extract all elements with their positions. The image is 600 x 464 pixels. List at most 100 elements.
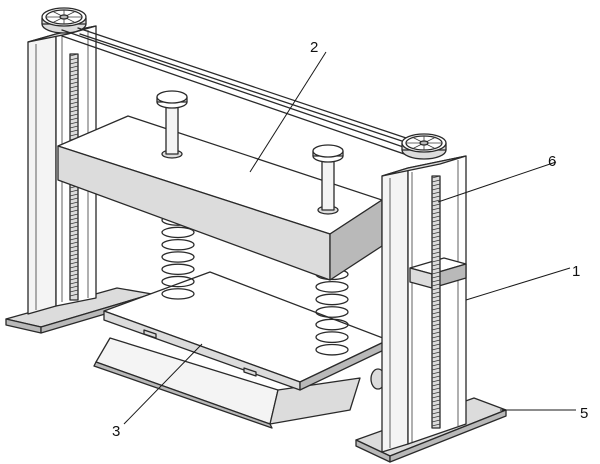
callout-1: 1 (572, 263, 580, 280)
rod-thread-line (431, 355, 441, 359)
rod-thread-line (69, 249, 79, 253)
rod-thread-line (431, 299, 441, 303)
guide-post-icon (156, 90, 188, 159)
rod-thread-line (69, 77, 79, 81)
callout-6: 6 (548, 153, 556, 170)
rod-thread-line (431, 395, 441, 399)
rod-thread-line (431, 391, 441, 395)
rod-thread-line (431, 271, 441, 275)
guide-post-icon (312, 144, 344, 215)
rod-thread-line (431, 375, 441, 379)
spring-coil (161, 275, 195, 288)
rod-thread-line (69, 261, 79, 265)
rod-thread-line (69, 245, 79, 249)
rod-thread-line (431, 179, 441, 183)
rod-thread-line (431, 235, 441, 239)
spring-coil (161, 288, 195, 300)
rod-thread-line (69, 233, 79, 237)
rod-thread-line (431, 371, 441, 375)
rod-thread-line (69, 85, 79, 89)
rod-thread-line (69, 253, 79, 257)
rod-thread-line (69, 201, 79, 205)
rod-thread-line (69, 265, 79, 269)
rod-thread-line (431, 403, 441, 407)
rod-thread-line (431, 187, 441, 191)
rod-thread-line (69, 237, 79, 241)
rod-thread-line (431, 387, 441, 391)
spring-coil (161, 226, 195, 239)
rod-thread-line (431, 335, 441, 339)
rod-thread-line (69, 205, 79, 209)
rod-thread-line (431, 263, 441, 267)
rod-thread-line (431, 195, 441, 199)
rod-thread-line (431, 423, 441, 427)
rod-thread-line (431, 311, 441, 315)
rod-thread-line (431, 227, 441, 231)
spring-coil (161, 263, 195, 276)
rod-thread-line (431, 339, 441, 343)
rod-thread-line (69, 189, 79, 193)
rod-thread-line (431, 307, 441, 311)
rod-thread-line (69, 65, 79, 69)
upper-press-plate (57, 115, 383, 281)
spring-coil (315, 293, 349, 306)
rod-thread-line (69, 105, 79, 109)
rod-thread-line (69, 61, 79, 65)
rod-thread-line (431, 259, 441, 263)
rod-thread-line (69, 281, 79, 285)
rod-thread-line (69, 101, 79, 105)
leader-lines (123, 51, 576, 425)
rod-thread-line (431, 331, 441, 335)
rod-thread-line (431, 275, 441, 279)
rod-thread-line (431, 351, 441, 355)
callout-5: 5 (580, 405, 588, 422)
rod-thread-line (69, 109, 79, 113)
rod-thread-line (431, 175, 441, 179)
callout-3: 3 (112, 423, 120, 440)
rod-thread-line (69, 277, 79, 281)
rod-thread-line (69, 217, 79, 221)
rod-thread-line (431, 367, 441, 371)
screw-rod-icon (431, 175, 441, 429)
rod-thread-line (69, 57, 79, 61)
rod-thread-line (69, 197, 79, 201)
drive-belt (61, 27, 433, 157)
spring-coil (161, 238, 195, 251)
rod-thread-line (431, 279, 441, 283)
rod-thread-line (431, 359, 441, 363)
rod-thread-line (431, 287, 441, 291)
rod-thread-line (431, 223, 441, 227)
compression-spring-icon (315, 268, 349, 356)
pulley-wheel-icon (401, 133, 447, 160)
rod-thread-line (69, 129, 79, 133)
rod-thread-line (431, 363, 441, 367)
spring-coil (161, 251, 195, 263)
rod-thread-line (69, 53, 79, 57)
rod-thread-line (431, 419, 441, 423)
callout-labels: 2 6 1 5 3 (112, 39, 588, 440)
rod-thread-line (69, 293, 79, 297)
rod-thread-line (69, 257, 79, 261)
rod-thread-line (69, 117, 79, 121)
spring-coil (315, 343, 349, 356)
rod-thread-line (431, 347, 441, 351)
rod-thread-line (69, 133, 79, 137)
rod-thread-line (69, 93, 79, 97)
rod-thread-line (69, 69, 79, 73)
rod-thread-line (69, 241, 79, 245)
rod-thread-line (431, 219, 441, 223)
rod-thread-line (431, 415, 441, 419)
callout-2: 2 (310, 39, 318, 56)
rod-thread-line (69, 121, 79, 125)
rod-thread-line (69, 81, 79, 85)
rod-thread-line (69, 125, 79, 129)
spring-coil (315, 331, 349, 344)
rod-thread-line (431, 383, 441, 387)
rod-thread-line (431, 283, 441, 287)
rod-thread-line (69, 269, 79, 273)
rod-thread-line (431, 323, 441, 327)
rod-thread-line (431, 231, 441, 235)
rod-thread-line (431, 303, 441, 307)
rod-thread-line (69, 285, 79, 289)
